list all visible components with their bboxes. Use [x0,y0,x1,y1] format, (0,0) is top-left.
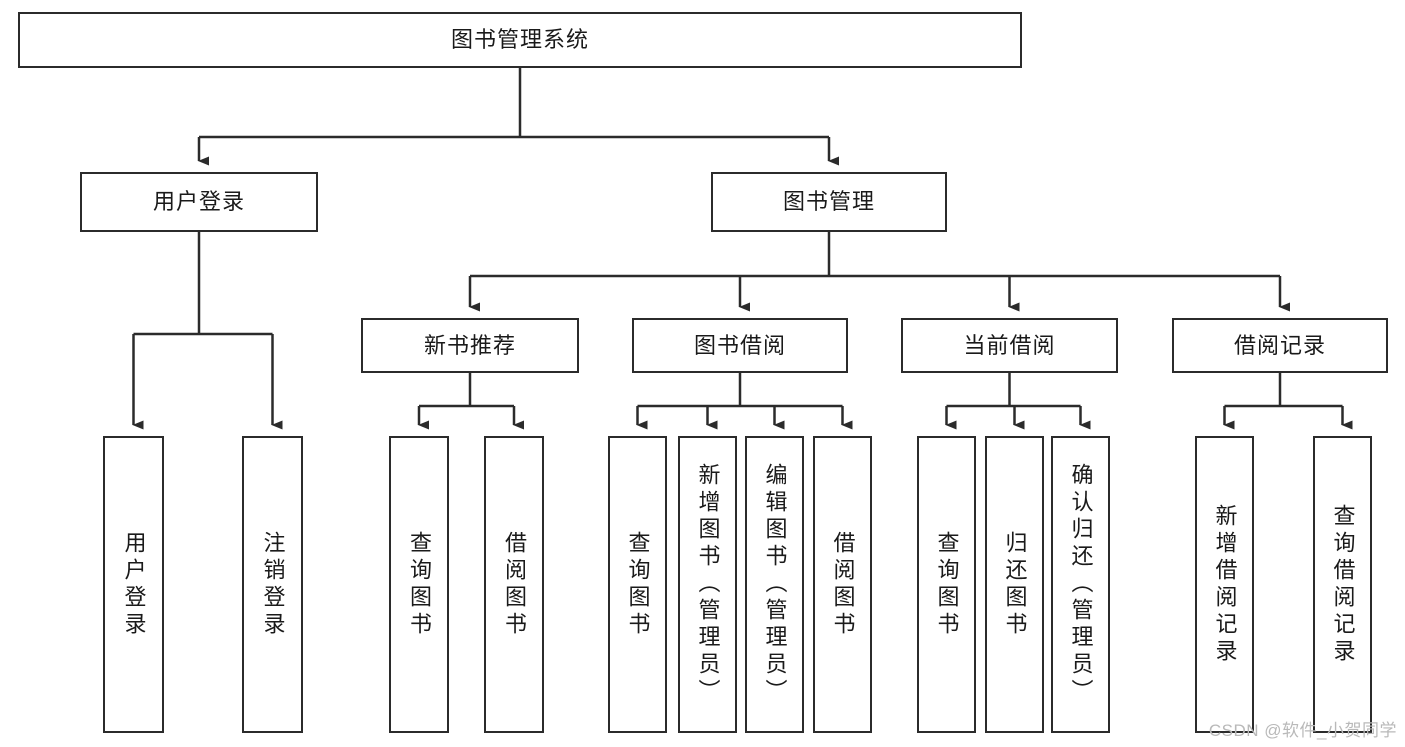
node-label: 新书推荐 [423,332,516,358]
node-book-borrow[interactable]: 图书借阅 [632,318,848,373]
node-new-book-recommend[interactable]: 新书推荐 [361,318,579,373]
node-leaf-user-login[interactable]: 用户登录 [103,436,164,733]
node-current-borrow[interactable]: 当前借阅 [901,318,1118,373]
node-borrow-record[interactable]: 借阅记录 [1172,318,1388,373]
node-leaf-add-record[interactable]: 新增借阅记录 [1195,436,1254,733]
node-leaf-borrow-book-1[interactable]: 借阅图书 [484,436,544,733]
node-label: 新增借阅记录 [1212,503,1238,666]
node-leaf-return-book[interactable]: 归还图书 [985,436,1044,733]
node-label: 归还图书 [1002,530,1028,639]
node-root[interactable]: 图书管理系统 [18,12,1022,68]
node-book-manage[interactable]: 图书管理 [711,172,947,232]
node-leaf-logout[interactable]: 注销登录 [242,436,303,733]
node-label: 确认归还（管理员） [1068,463,1094,706]
node-label: 借阅记录 [1233,332,1326,358]
node-leaf-add-book[interactable]: 新增图书（管理员） [678,436,737,733]
node-leaf-query-book-1[interactable]: 查询图书 [389,436,449,733]
node-label: 查询图书 [625,530,651,639]
node-leaf-query-book-3[interactable]: 查询图书 [917,436,976,733]
node-label: 用户登录 [121,530,147,639]
node-label: 注销登录 [260,530,286,639]
node-user-login[interactable]: 用户登录 [80,172,318,232]
node-leaf-borrow-book-2[interactable]: 借阅图书 [813,436,872,733]
node-label: 新增图书（管理员） [695,463,721,706]
node-label: 查询图书 [406,530,432,639]
node-label: 查询借阅记录 [1330,503,1356,666]
node-label: 查询图书 [934,530,960,639]
node-leaf-query-record[interactable]: 查询借阅记录 [1313,436,1372,733]
node-label: 借阅图书 [501,530,527,639]
node-leaf-edit-book[interactable]: 编辑图书（管理员） [745,436,804,733]
node-label: 图书管理 [782,189,875,215]
node-label: 用户登录 [152,189,245,215]
node-leaf-confirm-return[interactable]: 确认归还（管理员） [1051,436,1110,733]
node-label: 图书管理系统 [450,27,589,53]
node-label: 当前借阅 [963,332,1056,358]
node-label: 借阅图书 [830,530,856,639]
node-label: 图书借阅 [693,332,786,358]
node-leaf-query-book-2[interactable]: 查询图书 [608,436,667,733]
node-label: 编辑图书（管理员） [762,463,788,706]
